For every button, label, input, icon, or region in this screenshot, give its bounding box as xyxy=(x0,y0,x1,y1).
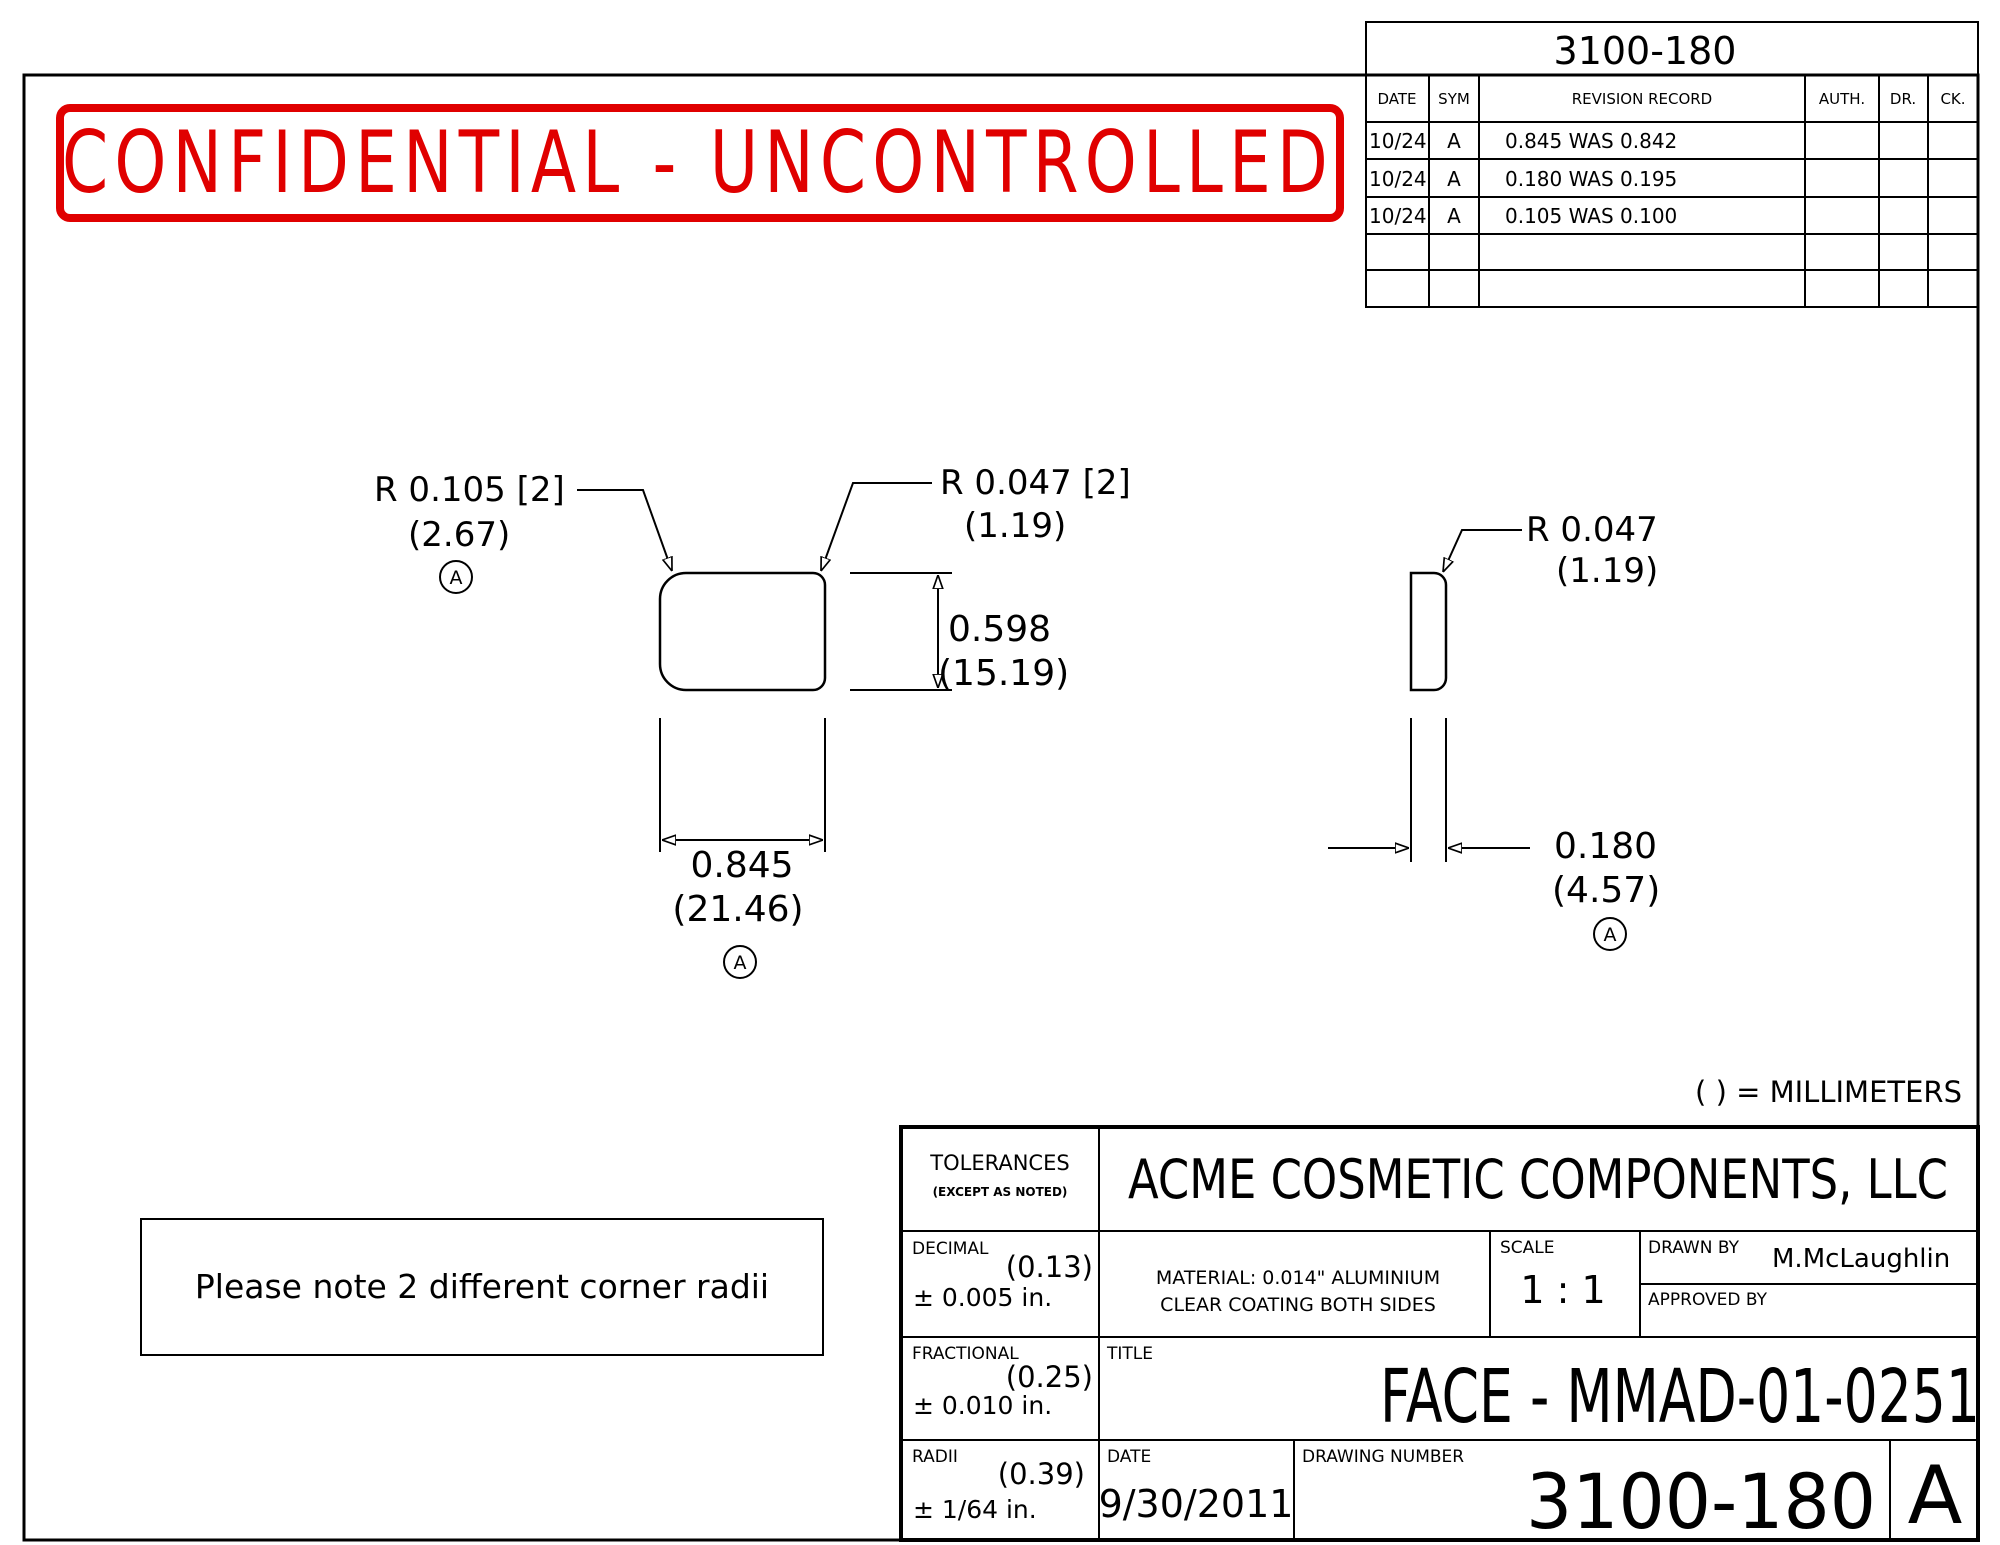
rev-header-sym: SYM xyxy=(1438,90,1470,108)
rev-symbol-circle-2 xyxy=(723,945,757,979)
radii-mm: (0.39) xyxy=(998,1457,1085,1491)
drawn-by-label: DRAWN BY xyxy=(1648,1238,1740,1258)
material-line-1: MATERIAL: 0.014" ALUMINIUM xyxy=(1156,1267,1440,1289)
title-label: TITLE xyxy=(1106,1344,1153,1364)
confidential-stamp: CONFIDENTIAL - UNCONTROLLED xyxy=(56,104,1344,222)
title-value: FACE - MMAD-01-0251 xyxy=(1380,1354,1980,1440)
fractional-label: FRACTIONAL xyxy=(912,1344,1019,1364)
scale-value: 1 : 1 xyxy=(1520,1268,1605,1312)
company-name: ACME COSMETIC COMPONENTS, LLC xyxy=(1128,1148,1948,1211)
drawing-ref-text: 3100-180 xyxy=(1554,29,1737,73)
confidential-stamp-text: CONFIDENTIAL - UNCONTROLLED xyxy=(62,113,1334,213)
note-box: Please note 2 different corner radii xyxy=(140,1218,824,1356)
side-part-outline xyxy=(1409,571,1448,692)
note-text: Please note 2 different corner radii xyxy=(195,1267,769,1306)
rev-symbol-1: A xyxy=(450,567,463,589)
date-value: 9/30/2011 xyxy=(1099,1482,1294,1526)
drawing-number-label: DRAWING NUMBER xyxy=(1302,1447,1464,1467)
decimal-mm: (0.13) xyxy=(1006,1250,1093,1284)
fractional-mm: (0.25) xyxy=(1006,1360,1093,1394)
label-height: 0.598 xyxy=(948,609,1051,650)
rev-header-date: DATE xyxy=(1377,90,1416,108)
rev-header-dr: DR. xyxy=(1890,90,1916,108)
label-side-radius: R 0.047 xyxy=(1526,510,1658,550)
rev-row-3-record: 0.105 WAS 0.100 xyxy=(1505,204,1677,228)
label-thickness-mm: (4.57) xyxy=(1552,870,1660,911)
rev-symbol-circle-1 xyxy=(439,560,473,594)
leader-radius-large xyxy=(577,489,673,571)
date-label: DATE xyxy=(1107,1447,1151,1467)
rev-symbol-3: A xyxy=(1604,924,1617,946)
label-radius-large-mm: (2.67) xyxy=(408,515,510,555)
decimal-value: ± 0.005 in. xyxy=(913,1283,1052,1312)
drawing-ref-box: 3100-180 xyxy=(1365,21,1979,76)
rev-row-1-record: 0.845 WAS 0.842 xyxy=(1505,129,1677,153)
units-note: ( ) = MILLIMETERS xyxy=(1695,1075,1962,1109)
approved-by-label: APPROVED BY xyxy=(1648,1290,1768,1310)
revision-symbol: A xyxy=(1908,1449,1963,1542)
rev-row-2-date: 10/24 xyxy=(1369,167,1427,191)
label-thickness: 0.180 xyxy=(1554,826,1657,867)
side-view: R 0.047 (1.19) 0.180 (4.57) A xyxy=(1328,510,1660,951)
rev-row-1-sym: A xyxy=(1447,129,1461,153)
rev-header-ck: CK. xyxy=(1940,90,1965,108)
front-part-outline xyxy=(658,571,827,692)
label-radius-small-mm: (1.19) xyxy=(964,506,1066,546)
rev-header-auth: AUTH. xyxy=(1819,90,1865,108)
label-radius-large: R 0.105 [2] xyxy=(374,470,565,510)
tolerances-label: TOLERANCES xyxy=(929,1151,1069,1175)
scale-label: SCALE xyxy=(1500,1238,1555,1258)
label-radius-small: R 0.047 [2] xyxy=(940,463,1131,503)
rev-row-2-sym: A xyxy=(1447,167,1461,191)
label-width: 0.845 xyxy=(690,845,793,886)
drawing-number-value: 3100-180 xyxy=(1526,1457,1876,1545)
label-width-mm: (21.46) xyxy=(672,889,803,930)
decimal-label: DECIMAL xyxy=(912,1239,989,1259)
label-side-radius-mm: (1.19) xyxy=(1556,551,1658,591)
fractional-value: ± 0.010 in. xyxy=(913,1391,1052,1420)
front-view: R 0.105 [2] (2.67) A R 0.047 [2] (1.19) … xyxy=(374,463,1131,979)
leader-radius-small xyxy=(820,482,932,571)
material-line-2: CLEAR COATING BOTH SIDES xyxy=(1160,1294,1436,1316)
sheet-border xyxy=(22,73,1980,1542)
drawn-by-value: M.McLaughlin xyxy=(1772,1244,1950,1274)
rev-row-1-date: 10/24 xyxy=(1369,129,1427,153)
label-height-mm: (15.19) xyxy=(938,653,1069,694)
revision-table: DATE SYM REVISION RECORD AUTH. DR. CK. 1… xyxy=(1365,74,1979,308)
rev-row-3-date: 10/24 xyxy=(1369,204,1427,228)
tolerances-except: (EXCEPT AS NOTED) xyxy=(933,1185,1068,1199)
rev-symbol-2: A xyxy=(734,952,747,974)
rev-row-3-sym: A xyxy=(1447,204,1461,228)
title-block: TOLERANCES (EXCEPT AS NOTED) DECIMAL (0.… xyxy=(899,1125,1980,1545)
radii-label: RADII xyxy=(912,1447,958,1467)
rev-row-2-record: 0.180 WAS 0.195 xyxy=(1505,167,1677,191)
rev-header-record: REVISION RECORD xyxy=(1572,90,1712,108)
radii-value: ± 1/64 in. xyxy=(913,1495,1037,1524)
rev-symbol-circle-3 xyxy=(1593,917,1627,951)
leader-side-radius xyxy=(1443,529,1522,572)
